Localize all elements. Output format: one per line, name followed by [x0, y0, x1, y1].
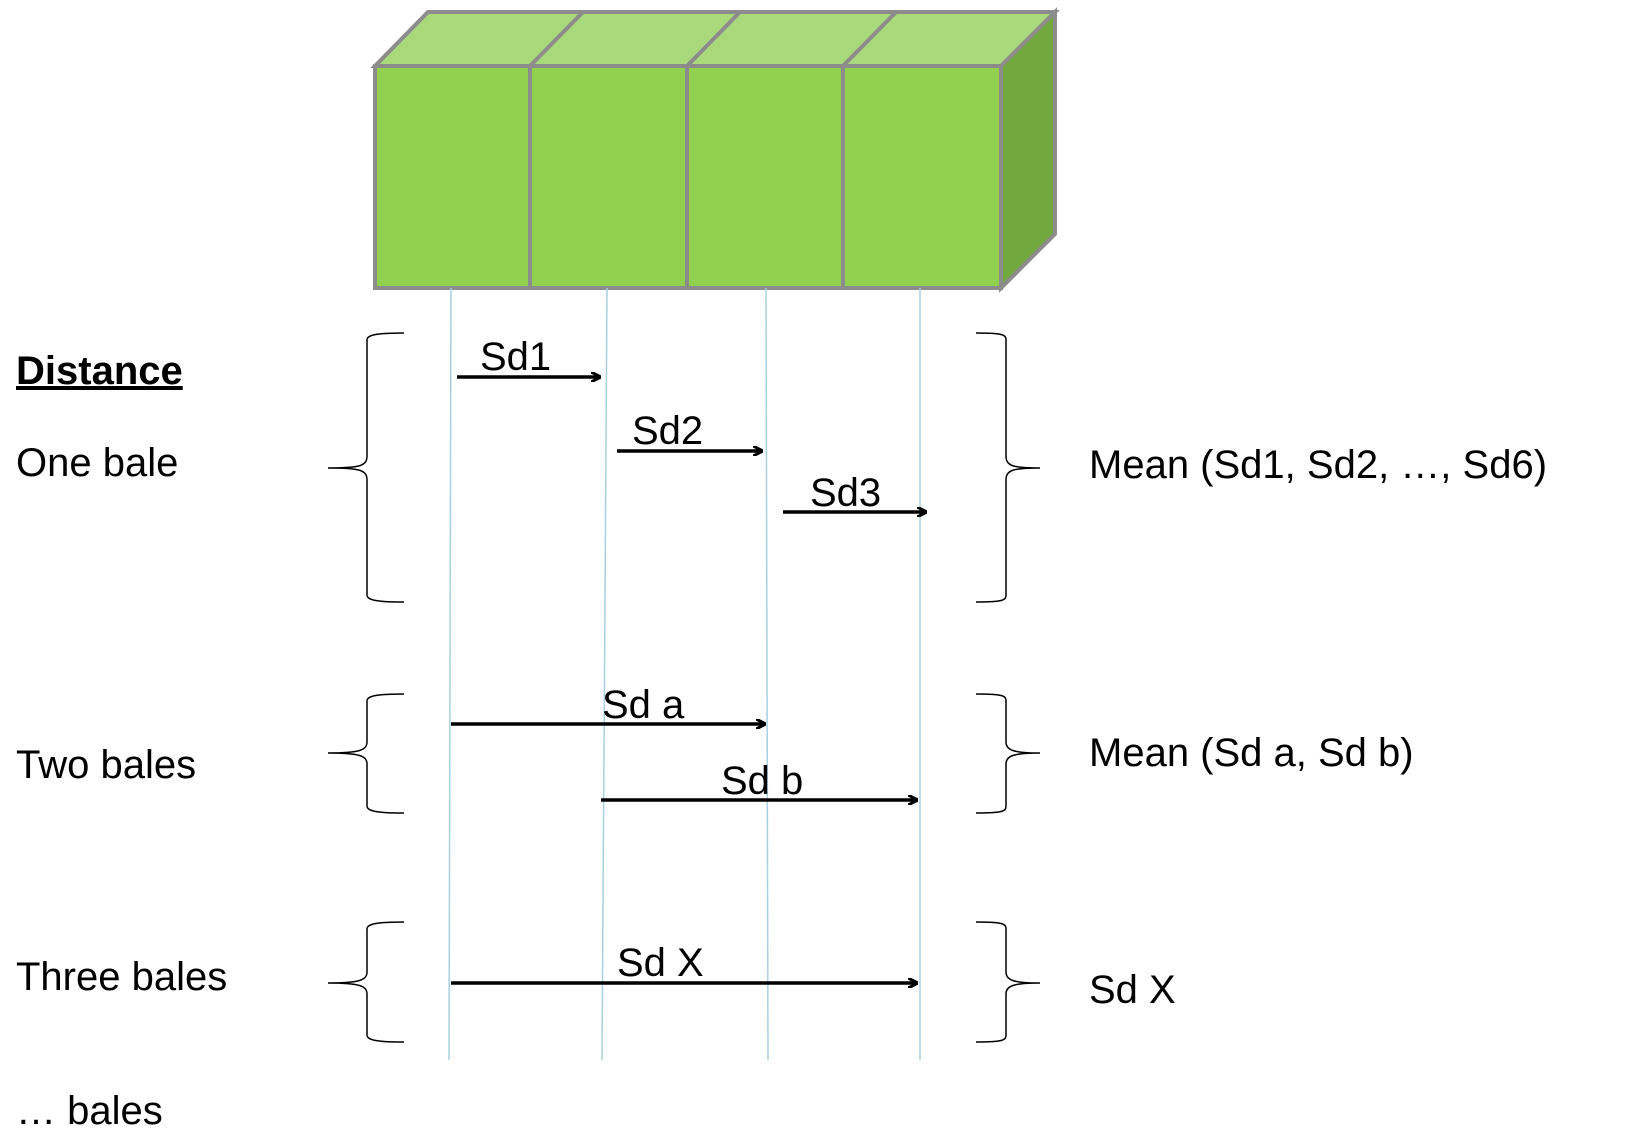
- arrow-label-sd1: Sd1: [480, 335, 551, 379]
- guide-lines: [448, 287, 921, 1061]
- bale-2: [528, 64, 689, 290]
- row-label-one-bale: One bale: [16, 441, 178, 485]
- more-bales-label: … bales: [16, 1089, 163, 1131]
- row-two-bales: Two bales Sd a Sd b Mean (Sd a, Sd b): [16, 683, 1414, 814]
- arrow-label-sd2: Sd2: [632, 409, 703, 453]
- bale-row: [370, 7, 1060, 293]
- row-one-bale: One bale Sd1 Sd2 Sd3 Mean (Sd1, Sd2, …, …: [16, 332, 1547, 603]
- distance-heading: Distance: [16, 349, 183, 393]
- result-two-bales: Mean (Sd a, Sd b): [1089, 731, 1414, 775]
- bale-3: [685, 64, 845, 290]
- left-brace-two-bales: [327, 693, 405, 814]
- bale-4: [841, 64, 1003, 290]
- result-one-bale: Mean (Sd1, Sd2, …, Sd6): [1089, 443, 1547, 487]
- bale-1: [373, 64, 532, 290]
- row-label-two-bales: Two bales: [16, 743, 196, 787]
- result-three-bales: Sd X: [1089, 968, 1176, 1012]
- right-brace-one-bale: [975, 332, 1041, 603]
- arrow-label-sd3: Sd3: [810, 471, 881, 515]
- row-label-three-bales: Three bales: [16, 955, 227, 999]
- arrow-label-sd-x: Sd X: [617, 941, 704, 985]
- arrow-label-sd-a: Sd a: [602, 683, 685, 727]
- row-three-bales: Three bales Sd X Sd X: [16, 921, 1176, 1043]
- right-brace-two-bales: [975, 693, 1041, 814]
- arrow-label-sd-b: Sd b: [721, 759, 803, 803]
- left-brace-one-bale: [327, 332, 405, 603]
- guide-line-1: [448, 287, 452, 1061]
- guide-line-3: [765, 287, 769, 1061]
- guide-line-2: [601, 287, 608, 1061]
- left-brace-three-bales: [327, 921, 405, 1043]
- right-brace-three-bales: [975, 921, 1041, 1043]
